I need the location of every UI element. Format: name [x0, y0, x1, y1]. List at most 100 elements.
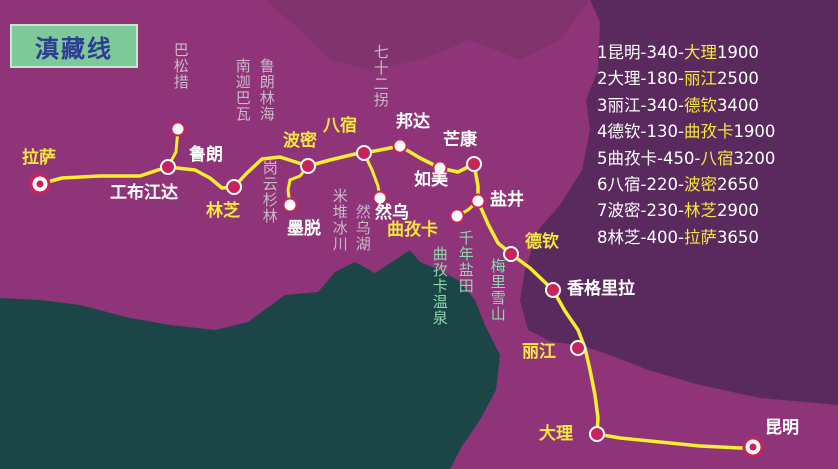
legend-num: 7 — [597, 201, 608, 221]
node-basu[interactable] — [356, 145, 372, 161]
legend-to: 波密 — [683, 175, 717, 195]
legend-to: 丽江 — [683, 69, 717, 89]
legend-row: 8林芝-400-拉萨3650 — [597, 225, 775, 251]
label-shangrila: 香格里拉 — [567, 279, 635, 299]
sight-quzikawenquan: 曲孜卡温泉 — [430, 246, 449, 326]
map-title: 滇藏线 — [35, 34, 113, 63]
label-lijiang: 丽江 — [522, 342, 556, 362]
label-quzika: 曲孜卡 — [387, 220, 438, 240]
legend-sep1: - — [640, 175, 647, 195]
sight-ranwuhu: 然乌湖 — [353, 204, 372, 252]
legend-sep2: - — [677, 175, 684, 195]
node-motuo[interactable] — [282, 197, 298, 213]
legend-sep1: - — [657, 148, 663, 168]
node-bangda[interactable] — [392, 138, 408, 154]
legend-from: 八宿 — [607, 175, 641, 195]
legend-dist: 130 — [646, 122, 678, 142]
legend-dist: 220 — [646, 175, 678, 195]
sight-qishierguai: 七十二拐 — [371, 44, 390, 108]
label-basu: 八宿 — [323, 116, 357, 136]
node-bomi[interactable] — [300, 158, 316, 174]
sight-nanjiabawa: 南迦巴瓦 — [233, 58, 252, 122]
legend-row: 3丽江-340-德钦3400 — [597, 93, 775, 119]
label-lulang: 鲁朗 — [189, 145, 223, 165]
legend-row: 4德钦-130-曲孜卡1900 — [597, 119, 775, 145]
label-deqin: 德钦 — [525, 232, 559, 252]
node-lijiang[interactable] — [570, 340, 586, 356]
node-yanjing[interactable] — [470, 193, 486, 209]
legend-row: 7波密-230-林芝2900 — [597, 198, 775, 224]
label-lhasa: 拉萨 — [22, 148, 56, 168]
sea-region — [0, 250, 500, 469]
legend-num: 4 — [597, 122, 608, 142]
legend-num: 6 — [597, 175, 608, 195]
legend-alt: 2500 — [716, 69, 759, 89]
legend-alt: 3650 — [716, 227, 759, 247]
start-node-lhasa[interactable] — [29, 173, 51, 195]
legend-from: 曲孜卡 — [607, 148, 658, 168]
node-nyingchi[interactable] — [226, 179, 242, 195]
legend-to: 德钦 — [683, 95, 717, 115]
label-motuo: 墨脱 — [287, 219, 321, 239]
legend-sep2: - — [694, 148, 701, 168]
node-rumei[interactable] — [432, 160, 448, 176]
sight-lulanglinhai: 鲁朗林海 — [257, 58, 276, 122]
legend-num: 1 — [597, 43, 608, 62]
legend-sep2: - — [677, 227, 684, 247]
sight-gangyunshanlin: 岗云杉林 — [260, 160, 279, 224]
node-shangrila[interactable] — [545, 282, 561, 298]
legend-row: 6八宿-220-波密2650 — [597, 172, 775, 198]
node-ranwu[interactable] — [372, 190, 388, 206]
mountain-strip — [265, 0, 590, 70]
legend-sep1: - — [640, 43, 647, 62]
legend-from: 昆明 — [607, 43, 641, 62]
legend-to: 林芝 — [683, 201, 717, 221]
node-deqin[interactable] — [503, 246, 519, 262]
legend-row: 1昆明-340-大理1900 — [597, 40, 775, 66]
legend-to: 拉萨 — [683, 227, 717, 247]
end-node-kunming[interactable] — [742, 436, 764, 458]
legend-sep2: - — [677, 201, 684, 221]
legend-row: 2大理-180-丽江2500 — [597, 66, 775, 92]
branch-motuo — [286, 165, 310, 206]
node-markam[interactable] — [466, 156, 482, 172]
legend-dist: 230 — [646, 201, 678, 221]
legend-sep2: - — [677, 95, 684, 115]
legend-from: 大理 — [607, 69, 641, 89]
legend-from: 波密 — [607, 201, 641, 221]
label-bomi: 波密 — [283, 131, 317, 151]
legend-from: 德钦 — [607, 122, 641, 142]
route-line — [38, 144, 755, 450]
legend-sep1: - — [640, 122, 647, 142]
legend-to: 曲孜卡 — [683, 122, 734, 142]
map-title-box: 滇藏线 — [10, 24, 138, 68]
label-bangda: 邦达 — [396, 112, 430, 132]
legend-num: 5 — [597, 148, 608, 168]
legend-alt: 1900 — [733, 122, 776, 142]
legend-sep1: - — [640, 201, 647, 221]
sight-qianniandiantian: 千年盐田 — [456, 230, 475, 294]
legend-from: 林芝 — [607, 227, 641, 247]
node-lulang[interactable] — [160, 159, 176, 175]
legend-alt: 3200 — [733, 148, 776, 168]
node-dali[interactable] — [589, 426, 605, 442]
legend-num: 3 — [597, 95, 608, 115]
label-dali: 大理 — [539, 424, 573, 444]
legend-alt: 2650 — [716, 175, 759, 195]
label-yanjing: 盐井 — [490, 190, 524, 210]
label-ranwu: 然乌 — [375, 203, 409, 223]
label-nyingchi: 林芝 — [206, 201, 240, 221]
legend-sep1: - — [640, 69, 647, 89]
legend-sep2: - — [677, 69, 684, 89]
legend-sep1: - — [640, 227, 647, 247]
label-gongbu: 工布江达 — [110, 183, 178, 203]
legend-to: 八宿 — [700, 148, 734, 168]
sight-meilixueshan: 梅里雪山 — [488, 258, 507, 322]
legend-from: 丽江 — [607, 95, 641, 115]
label-markam: 芒康 — [443, 130, 477, 150]
node-quzika[interactable] — [449, 208, 465, 224]
node-basongcuo[interactable] — [170, 121, 186, 137]
